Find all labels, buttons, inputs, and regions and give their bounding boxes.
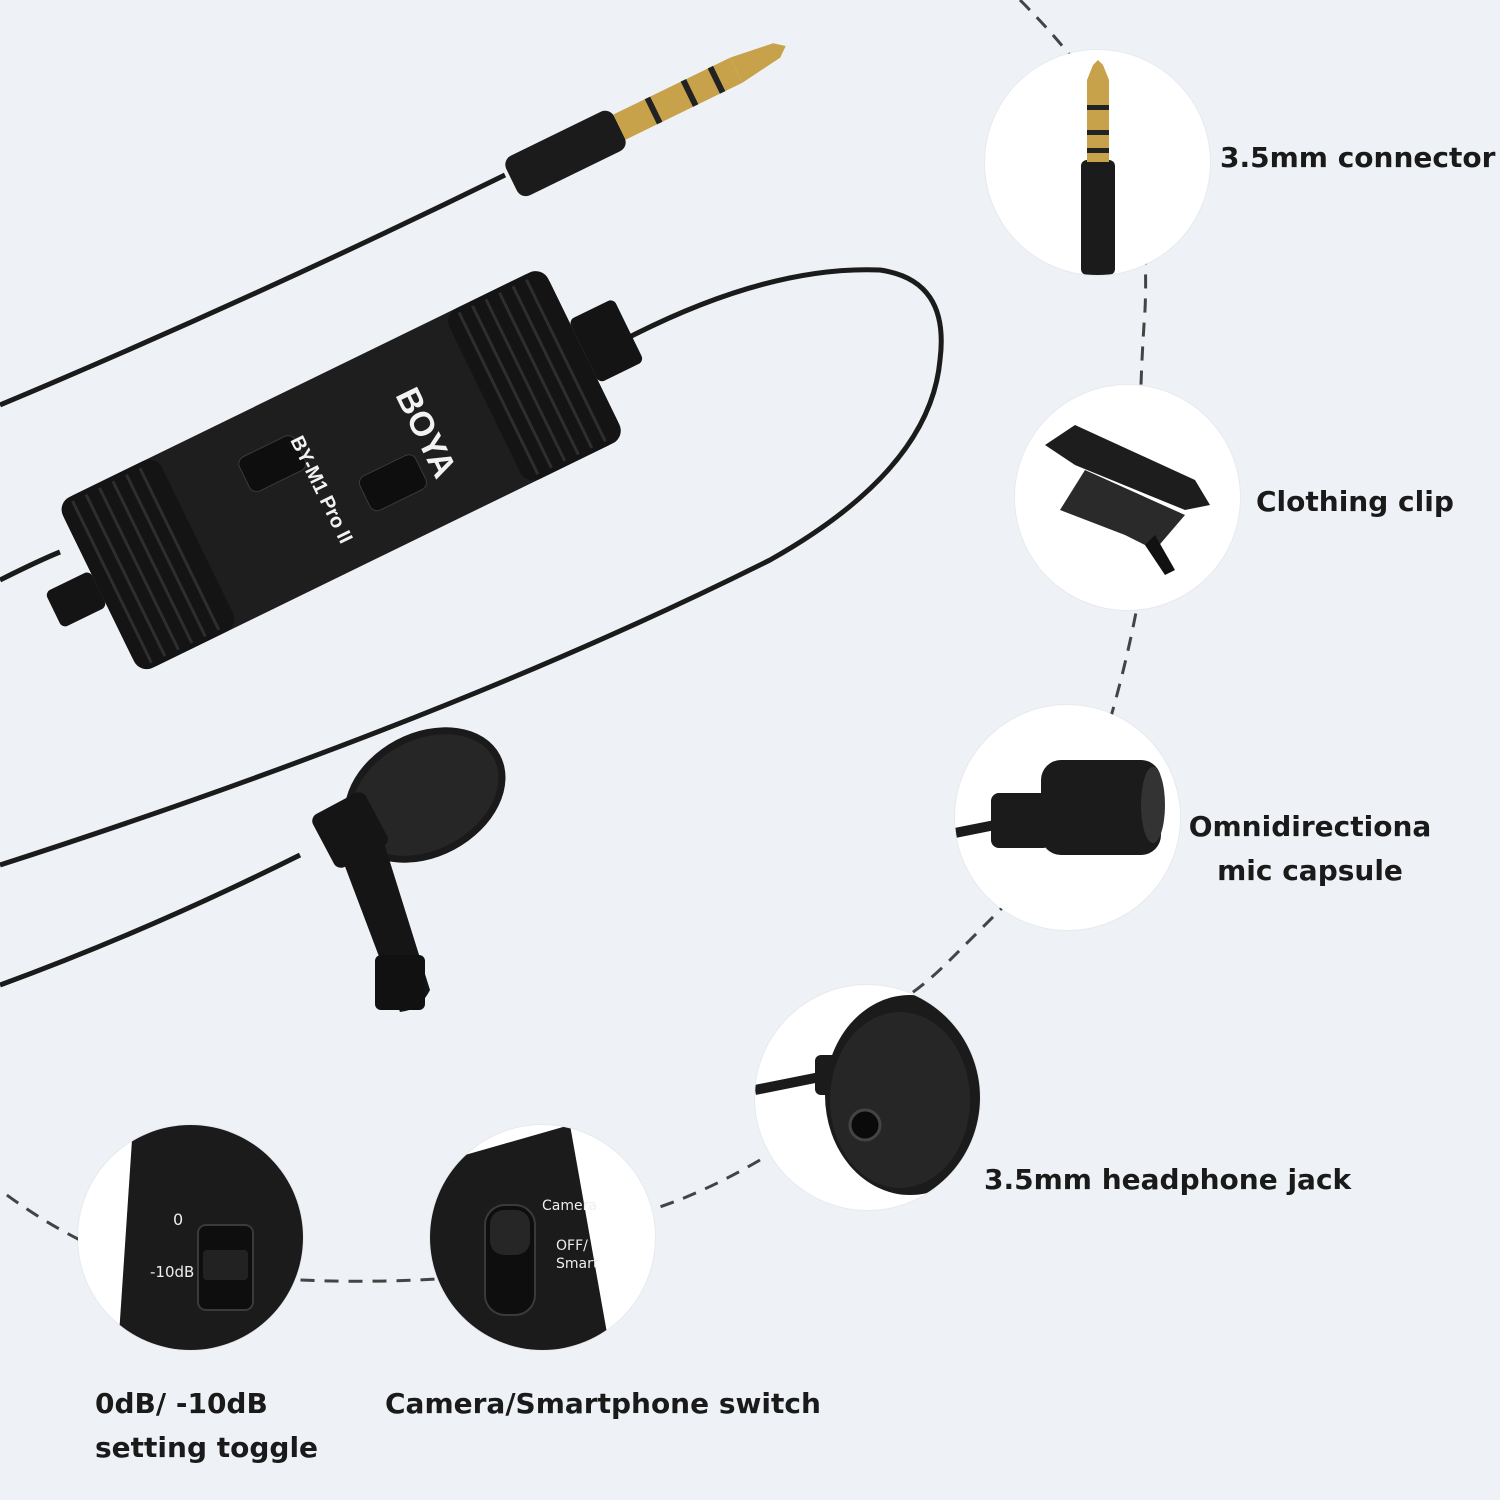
- cable-mic: [0, 852, 302, 988]
- toggle-label-line2: setting toggle: [95, 1431, 319, 1464]
- camera-text: Camera: [542, 1198, 597, 1214]
- capsule-label: Omnidirectiona mic capsule: [1185, 805, 1435, 893]
- main-plug: [505, 43, 786, 197]
- smart-text: OFF/ Smart: [556, 1238, 599, 1272]
- plug-icon: [1081, 60, 1115, 275]
- switch-circle: Camera OFF/ Smart: [430, 1125, 655, 1350]
- clip-icon: [1045, 425, 1210, 575]
- gain-toggle-icon: [118, 1125, 303, 1350]
- cable-loop: [0, 267, 944, 868]
- headphone-jack-icon: [755, 995, 980, 1195]
- dashed-guide-arc: [0, 0, 1148, 1283]
- capsule-circle: [955, 705, 1180, 930]
- capsule-label-line2: mic capsule: [1217, 854, 1403, 887]
- toggle-label-line1: 0dB/ -10dB: [95, 1387, 268, 1420]
- mode-switch-icon: [430, 1125, 610, 1350]
- lavalier-mic: [312, 727, 506, 1012]
- connector-label: 3.5mm connector: [1220, 141, 1496, 174]
- toggle-label: 0dB/ -10dB setting toggle: [95, 1382, 318, 1470]
- cable-left: [0, 549, 61, 583]
- control-unit: [46, 271, 643, 670]
- clip-label: Clothing clip: [1256, 485, 1454, 518]
- switch-label: Camera/Smartphone switch: [385, 1387, 821, 1420]
- gain-0-text: 0: [173, 1210, 184, 1229]
- headphone-label: 3.5mm headphone jack: [984, 1163, 1352, 1196]
- capsule-label-line1: Omnidirectiona: [1188, 810, 1432, 843]
- toggle-circle: 0 -10dB: [78, 1125, 303, 1350]
- gain-10-text: -10dB: [150, 1263, 195, 1281]
- microphone-icon: [955, 760, 1165, 855]
- connector-circle: [985, 50, 1210, 275]
- clip-circle: [1015, 385, 1240, 610]
- headphone-circle: [755, 985, 980, 1210]
- cable-top: [0, 172, 507, 408]
